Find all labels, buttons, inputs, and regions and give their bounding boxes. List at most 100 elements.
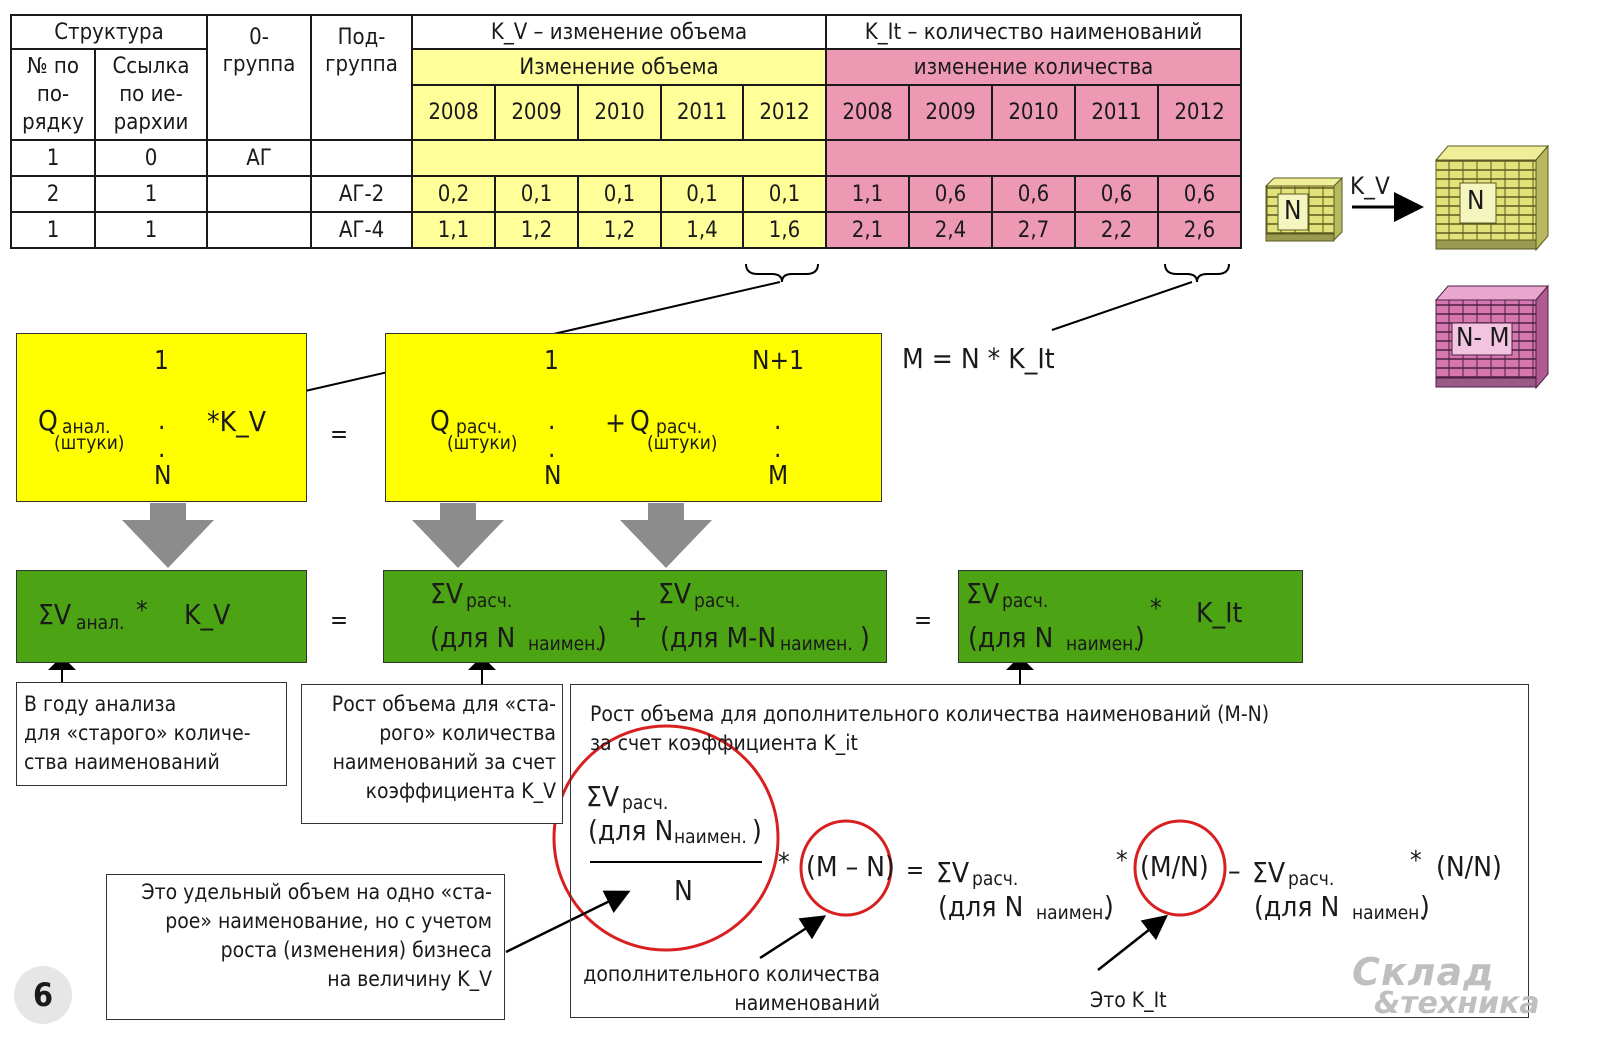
- green2-s2-sub: расч.: [694, 590, 741, 612]
- frac-sigma-sub: расч.: [622, 792, 669, 814]
- green-box-calc: [383, 570, 887, 663]
- q-analysis: Q: [38, 404, 58, 437]
- cell-qty: 0,6: [991, 175, 1076, 213]
- equals-3: =: [914, 606, 933, 634]
- vec-left-dot2: .: [158, 434, 166, 464]
- note-line: наименований: [734, 991, 880, 1015]
- cell-group: [206, 175, 312, 213]
- yellow-box-analysis: [16, 333, 307, 502]
- big-title-line: за счет коэффициента K_it: [590, 731, 858, 755]
- circle-fraction: [552, 724, 780, 952]
- q-analysis-sub: анал.: [62, 416, 111, 438]
- year-cell: 2011: [1074, 84, 1159, 141]
- star-1: *: [778, 848, 790, 878]
- brace-right: [1164, 263, 1230, 283]
- note-line: рое» наименование, но с учетом: [165, 909, 492, 933]
- logo: Склад &техника: [1352, 950, 1552, 1026]
- bottom-s2: ΣV: [936, 856, 970, 889]
- big-title: Рост объема для дополнительного количест…: [590, 700, 1269, 758]
- note-line: коэффициента K_V: [365, 779, 556, 803]
- pallet-small-yellow-icon: [1264, 176, 1344, 242]
- q-calc-2: Q: [630, 404, 650, 437]
- q-calc-2-sub: расч.: [656, 416, 703, 438]
- down-arrow-3-icon: [620, 503, 712, 568]
- cell-qty: 0,6: [1074, 175, 1159, 213]
- year-cell: 2011: [660, 84, 744, 141]
- cell-qty: 2,2: [1074, 211, 1159, 249]
- note-line: дополнительного количества: [583, 962, 880, 986]
- green-box-kit: [958, 570, 1303, 663]
- data-table: Структура 0-группа Под-группа K_V – изме…: [10, 14, 1242, 249]
- bottom-l3: (для N: [1254, 890, 1340, 923]
- header-group0: 0-группа: [206, 14, 312, 141]
- year-cell: 2009: [908, 84, 993, 141]
- frac-sigma: ΣV: [586, 780, 620, 813]
- up-arrow-1-icon: [48, 656, 76, 682]
- formula-m: M = N * K_It: [902, 342, 1055, 375]
- vec-calc1-dot2: .: [548, 434, 556, 464]
- note-additional: дополнительного количества наименований: [564, 960, 880, 1018]
- big-explanation-box: [570, 684, 1529, 1018]
- cell-vol: 1,1: [411, 211, 496, 249]
- vec-calc1-n: N: [544, 461, 562, 491]
- note-line: ства наименований: [24, 750, 220, 774]
- frac-label-sub: наимен.: [674, 826, 747, 848]
- cell-link: 1: [94, 175, 208, 213]
- cell-vol: 1,6: [742, 211, 827, 249]
- header-structure: Структура: [10, 14, 208, 50]
- green3-s-sub: расч.: [1002, 590, 1049, 612]
- green2-l1: (для N: [430, 621, 516, 654]
- year-cell: 2009: [494, 84, 579, 141]
- header-vol-change: Изменение объема: [411, 48, 827, 85]
- arrow-note3: [505, 890, 631, 954]
- vec-left-n: N: [154, 461, 172, 491]
- bottom-l2: (для N: [938, 890, 1024, 923]
- note-line: роста (изменения) бизнеса: [220, 938, 492, 962]
- circle-m-minus-n: [799, 819, 893, 917]
- note-line: для «старого» количе-: [24, 721, 251, 745]
- cell-subgroup: АГ-4: [310, 211, 413, 249]
- logo-line-1: Склад: [1352, 950, 1495, 994]
- bottom-l2-sub: наимен.: [1036, 902, 1109, 924]
- year-cell: 2008: [411, 84, 496, 141]
- green2-s2: ΣV: [658, 577, 692, 610]
- down-arrow-1-icon: [122, 503, 214, 568]
- vec-calc2-n1: N+1: [752, 346, 804, 376]
- green2-s1: ΣV: [430, 577, 464, 610]
- cell-vol: 0,1: [577, 175, 662, 213]
- pallet-large-yellow-icon: [1434, 144, 1550, 252]
- q-analysis-sub2: (штуки): [54, 432, 125, 454]
- cell-link: 1: [94, 211, 208, 249]
- table-row: 1 1 АГ-4 1,1 1,2 1,2 1,4 1,6 2,1 2,4 2,7…: [10, 211, 1242, 249]
- note-line: В году анализа: [24, 692, 177, 716]
- note-specific: Это удельный объем на одно «ста- рое» на…: [112, 878, 492, 994]
- arrow-note5: [1097, 914, 1168, 971]
- green3-kit: K_It: [1196, 596, 1243, 629]
- vec-left-1: 1: [154, 346, 169, 376]
- down-arrow-2-icon: [412, 503, 504, 568]
- star-2: *: [1116, 846, 1128, 876]
- green3-l: (для N: [968, 621, 1054, 654]
- cell-subgroup: [310, 139, 413, 177]
- green3-l-sub: наимен.: [1066, 633, 1139, 655]
- cell-group: АГ: [206, 139, 312, 177]
- note-line: рого» количества: [379, 721, 556, 745]
- m-minus-n: (M – N): [806, 850, 895, 883]
- cell-vol: 1,2: [577, 211, 662, 249]
- table-row: 2 1 АГ-2 0,2 0,1 0,1 0,1 0,1 1,1 0,6 0,6…: [10, 175, 1242, 213]
- header-kit: K_It – количество наименований: [825, 14, 1242, 50]
- equals-2: =: [330, 606, 349, 634]
- cell-qty: 2,1: [825, 211, 910, 249]
- vec-calc2-dot1: .: [774, 406, 782, 436]
- cell-qty: 2,4: [908, 211, 993, 249]
- cell-vol: 1,2: [494, 211, 579, 249]
- green2-l2-end: ): [860, 621, 870, 654]
- note-line: Это удельный объем на одно «ста-: [141, 880, 492, 904]
- table-row: 1 0 АГ: [10, 139, 1242, 177]
- n-over-n: (N/N): [1436, 850, 1502, 883]
- eq-bottom: =: [906, 856, 925, 884]
- cell-vol: 0,1: [494, 175, 579, 213]
- note-kit: Это K_It: [1090, 988, 1167, 1012]
- pallet-arrow-label: K_V: [1350, 172, 1390, 200]
